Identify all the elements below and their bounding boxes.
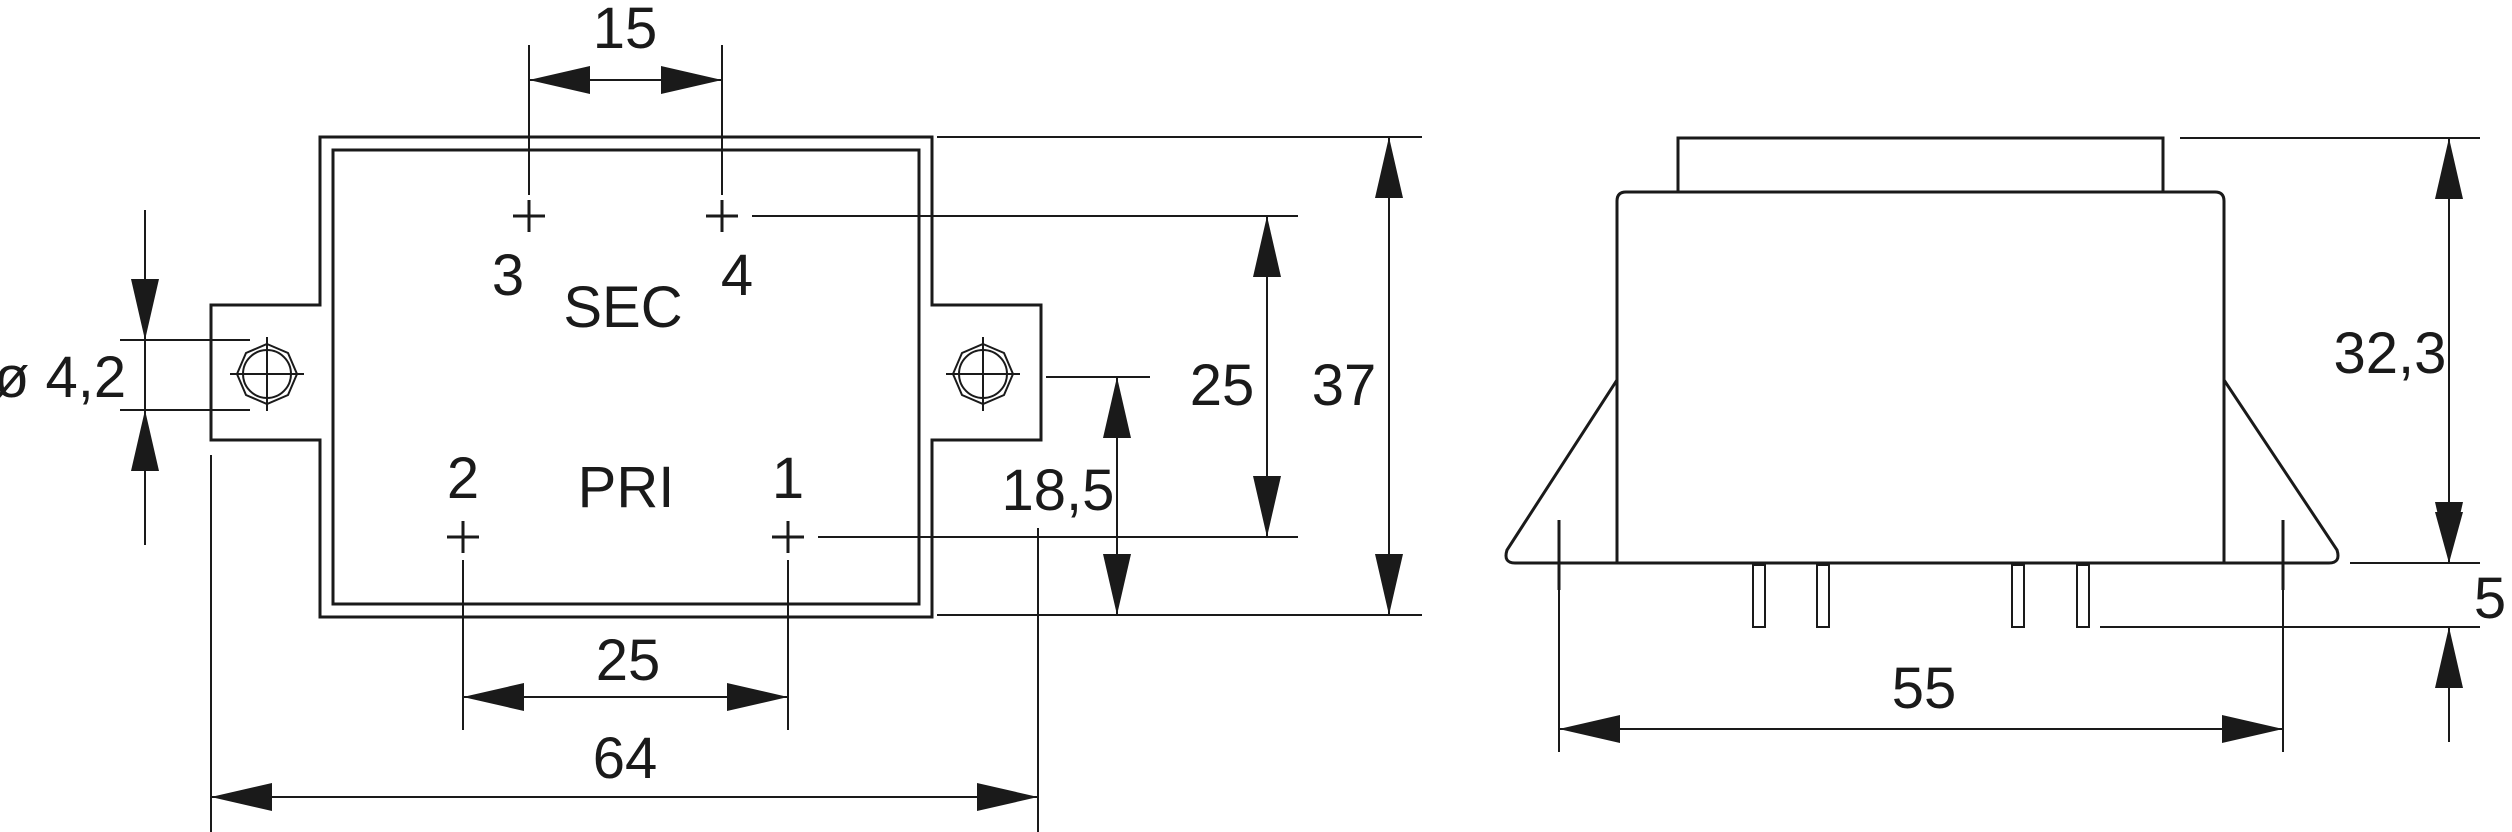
side-view-body [1615,190,2226,563]
dim-sec-pin-pitch-label: 15 [593,0,658,61]
dim-pin-row-distance: 25 [752,215,1298,538]
dim-pri-pin-pitch: 25 [462,560,789,730]
right-mounting-hole [946,337,1020,411]
dim-overall-length: 64 [210,455,1039,832]
dim-pin-length: 5 [2100,510,2506,742]
dim-overall-length-label: 64 [593,726,658,791]
dim-hole-to-pri-pins-label: 18,5 [1002,458,1115,523]
dim-body-height-label: 32,3 [2334,321,2447,386]
pin-marker-1 [772,521,804,553]
dim-hole-diameter: ø 4,2 [0,210,250,545]
dim-hole-to-pri-pins: 18,5 [1002,376,1150,615]
pin-marker-4 [706,200,738,232]
top-view-outline [209,135,1043,619]
side-view: 32,3 5 55 [1504,136,2506,752]
dim-pri-pin-pitch-label: 25 [596,628,661,693]
pin-number-2: 2 [447,446,479,511]
pin-marker-3 [513,200,545,232]
top-view: 3 4 2 1 SEC PRI 15 25 [0,0,1422,832]
dim-pin-row-distance-label: 25 [1190,353,1255,418]
dim-base-width: 55 [1558,590,2284,752]
side-view-pins [1752,564,2090,628]
pin-number-4: 4 [721,243,753,308]
pin-number-1: 1 [772,446,804,511]
dim-pin-length-label: 5 [2474,566,2506,631]
pin-number-3: 3 [492,243,524,308]
top-view-inner-body [331,148,921,606]
pin-marker-2 [447,521,479,553]
left-mounting-hole [230,337,304,411]
dim-body-depth-label: 37 [1312,353,1377,418]
dim-body-depth: 37 [937,136,1422,616]
dim-base-width-label: 55 [1892,656,1957,721]
side-view-top-cap [1676,136,2165,192]
side-view-base [1504,379,2340,565]
dim-hole-diameter-label: ø 4,2 [0,345,126,410]
secondary-label: SEC [563,275,682,340]
dim-sec-pin-pitch: 15 [528,0,723,195]
primary-label: PRI [578,455,675,520]
